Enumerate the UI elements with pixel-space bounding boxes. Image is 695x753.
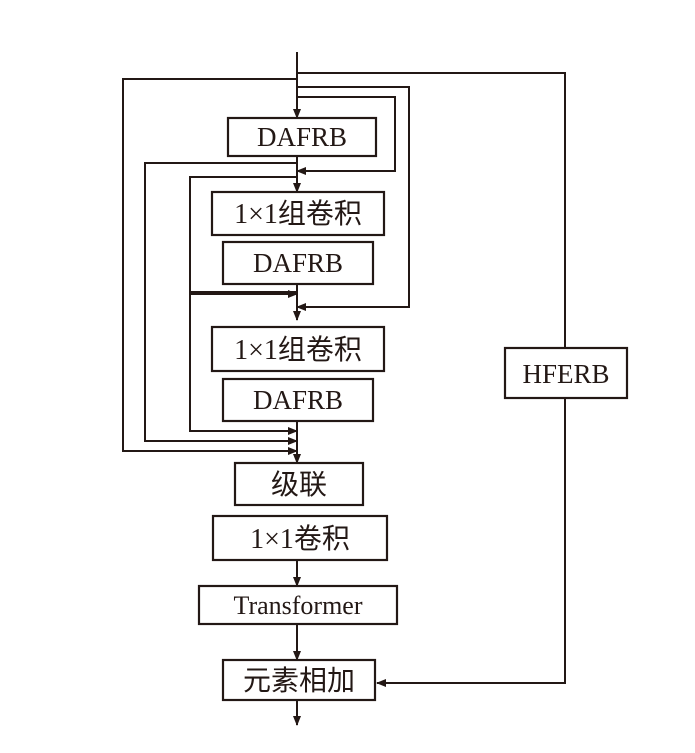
element-add-block: 元素相加 (221, 658, 377, 702)
group-conv-label-1: 1×1组卷积 (234, 198, 362, 230)
group-conv-label-2: 1×1组卷积 (234, 334, 362, 366)
hferb-label: HFERB (522, 359, 609, 389)
element-add-label: 元素相加 (243, 665, 355, 697)
residual-dafrb1-to-dafrb2-out (189, 176, 298, 298)
skip-dafrb1-to-concat (144, 162, 298, 445)
dafrb-block-1: DAFRB (226, 116, 378, 158)
residual-input-to-dafrb1-out (296, 86, 410, 311)
conv-1x1-block: 1×1卷积 (211, 514, 389, 562)
conv-1x1-label: 1×1卷积 (250, 523, 350, 555)
concat-block: 级联 (233, 461, 365, 507)
hferb-block: HFERB (503, 346, 629, 400)
concat-label: 级联 (271, 469, 327, 501)
skip-dafrb2-to-concat (189, 291, 298, 435)
group-conv-block-2: 1×1组卷积 (210, 325, 386, 373)
residual-input-to-dafrb2-out (296, 96, 396, 175)
dafrb-block-3: DAFRB (221, 377, 375, 423)
skip-input-to-concat (122, 78, 298, 455)
dafrb-label-2: DAFRB (253, 248, 343, 278)
group-conv-block-1: 1×1组卷积 (210, 190, 386, 237)
dafrb-label-1: DAFRB (257, 122, 347, 152)
transformer-label: Transformer (233, 591, 362, 620)
dafrb-block-2: DAFRB (221, 240, 375, 286)
transformer-block: Transformer (197, 584, 399, 626)
dafrb-label-3: DAFRB (253, 385, 343, 415)
